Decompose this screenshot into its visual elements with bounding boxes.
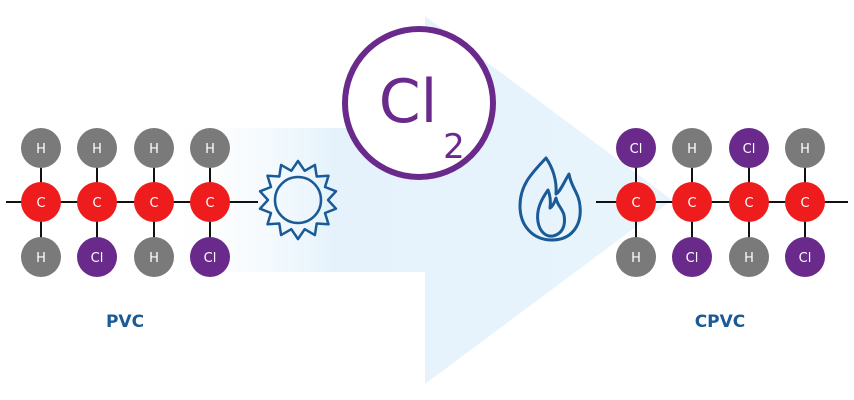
cpvc-top-atom: H	[785, 128, 825, 168]
pvc-carbon-atom: C	[21, 182, 61, 222]
pvc-top-atom: H	[77, 128, 117, 168]
svg-text:H: H	[92, 142, 102, 157]
svg-text:H: H	[149, 142, 159, 157]
pvc-carbon-atom: C	[190, 182, 230, 222]
svg-text:H: H	[800, 142, 810, 157]
svg-text:H: H	[36, 251, 46, 266]
cpvc-bottom-atom: H	[729, 237, 769, 277]
pvc-label: PVC	[106, 312, 144, 332]
reagent-symbol: Cl	[379, 67, 438, 137]
sun-icon	[258, 159, 338, 241]
cpvc-label: CPVC	[695, 312, 746, 332]
svg-text:C: C	[149, 196, 158, 211]
pvc-bottom-atom: Cl	[77, 237, 117, 277]
svg-text:Cl: Cl	[743, 142, 756, 157]
svg-text:Cl: Cl	[630, 142, 643, 157]
svg-text:Cl: Cl	[686, 251, 699, 266]
svg-text:C: C	[205, 196, 214, 211]
cpvc-carbon-atom: C	[729, 182, 769, 222]
pvc-molecule: H C H H C Cl H C H H C Cl	[6, 128, 258, 277]
pvc-carbon-atom: C	[77, 182, 117, 222]
cpvc-top-atom: H	[672, 128, 712, 168]
svg-text:C: C	[631, 196, 640, 211]
reagent-subscript: 2	[443, 127, 465, 167]
svg-text:H: H	[205, 142, 215, 157]
cpvc-bottom-atom: Cl	[785, 237, 825, 277]
pvc-carbon-atom: C	[134, 182, 174, 222]
cpvc-top-atom: Cl	[616, 128, 656, 168]
flame-icon	[518, 156, 582, 242]
chlorine-reagent: Cl 2	[342, 26, 496, 180]
svg-text:H: H	[687, 142, 697, 157]
pvc-top-atom: H	[21, 128, 61, 168]
cpvc-bottom-atom: Cl	[672, 237, 712, 277]
svg-text:C: C	[800, 196, 809, 211]
svg-text:H: H	[744, 251, 754, 266]
svg-text:C: C	[744, 196, 753, 211]
cpvc-bottom-atom: H	[616, 237, 656, 277]
svg-text:C: C	[36, 196, 45, 211]
svg-text:Cl: Cl	[91, 251, 104, 266]
cpvc-carbon-atom: C	[616, 182, 656, 222]
cpvc-carbon-atom: C	[785, 182, 825, 222]
pvc-bottom-atom: H	[21, 237, 61, 277]
svg-text:H: H	[631, 251, 641, 266]
cpvc-top-atom: Cl	[729, 128, 769, 168]
svg-text:Cl: Cl	[799, 251, 812, 266]
svg-text:C: C	[687, 196, 696, 211]
pvc-bottom-atom: H	[134, 237, 174, 277]
svg-text:H: H	[36, 142, 46, 157]
svg-text:H: H	[149, 251, 159, 266]
svg-text:Cl: Cl	[204, 251, 217, 266]
pvc-top-atom: H	[134, 128, 174, 168]
svg-text:C: C	[92, 196, 101, 211]
pvc-bottom-atom: Cl	[190, 237, 230, 277]
cpvc-carbon-atom: C	[672, 182, 712, 222]
process-arrow	[150, 16, 672, 384]
pvc-top-atom: H	[190, 128, 230, 168]
